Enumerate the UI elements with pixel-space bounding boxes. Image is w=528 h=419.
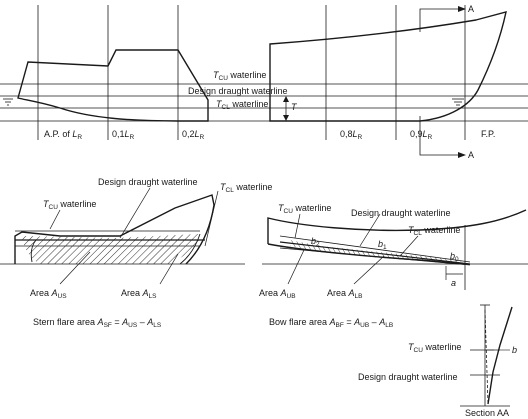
stern-area-us-leader (59, 251, 91, 285)
station-label-01: 0,1LR (112, 129, 135, 141)
water-symbol-stern (3, 98, 13, 106)
draught-arrow-up (283, 96, 289, 102)
section-label-bottom: A (468, 150, 474, 160)
station-label-fp: F.P. (481, 129, 495, 139)
stern-inner-curve (30, 239, 37, 263)
stern-tcu-label: TCU waterline (43, 199, 96, 211)
bow-hull-outline (269, 11, 507, 122)
bow-area-ub-label: Area AUB (259, 288, 296, 300)
bow-design-line (279, 241, 471, 265)
stern-design-leader (119, 187, 151, 239)
station-label-ap: A.P. of LR (44, 129, 82, 141)
bow-design-label: Design draught waterline (351, 208, 451, 218)
section-design-label: Design draught waterline (358, 372, 458, 382)
stern-hull-inner (179, 233, 201, 265)
water-symbol-bow (452, 98, 464, 106)
stern-area-ls-leader (159, 253, 179, 285)
stern-flare-detail: TCU waterline Design draught waterline T… (0, 177, 272, 329)
stern-tcu-leader (49, 209, 61, 230)
stern-tcl-leader (204, 190, 219, 247)
section-tcu-label: TCU waterline (408, 342, 461, 354)
section-b-label: b (512, 345, 517, 355)
stern-tcl-label: TCL waterline (220, 182, 272, 194)
draught-label: T (291, 102, 298, 112)
bow-b2-label: b2 (311, 236, 320, 248)
profile-design-label: Design draught waterline (188, 86, 288, 96)
bow-tcl-leader (399, 235, 419, 257)
section-hull-outline (487, 306, 513, 405)
bow-flare-area (290, 240, 465, 262)
station-label-08: 0,8LR (340, 129, 363, 141)
bow-tcu-line (279, 235, 471, 263)
section-aa-title: Section AA (465, 408, 509, 418)
bow-design-leader (359, 213, 381, 247)
bow-b0-label: b0 (450, 251, 459, 263)
bow-area-ub-leader (287, 249, 305, 285)
section-dash-line (484, 309, 489, 405)
section-arrow-bottom-head (458, 152, 466, 158)
profile-tcu-label: TCU waterline (213, 70, 266, 82)
bow-tcl-line (279, 247, 471, 266)
section-label-top: A (468, 4, 474, 14)
ship-profile: A A T TCU waterline Design draught water… (0, 4, 528, 160)
bow-flare-formula: Bow flare area ABF = AUB – ALB (269, 317, 393, 329)
draught-arrow-down (283, 115, 289, 121)
section-arrow-top-head (458, 6, 466, 12)
stern-design-label: Design draught waterline (98, 177, 198, 187)
stern-hull-outline (17, 49, 209, 122)
bow-tcu-label: TCU waterline (278, 203, 331, 215)
section-arrow-bottom (419, 116, 464, 156)
bow-area-lb-label: Area ALB (327, 288, 362, 300)
stern-area-us-label: Area AUS (30, 288, 67, 300)
profile-tcl-label: TCL waterline (216, 99, 268, 111)
bow-tcl-label: TCL waterline (408, 225, 460, 237)
station-label-09: 0,9LR (410, 129, 433, 141)
bow-flare-detail: TCU waterline Design draught waterline T… (259, 203, 528, 329)
section-arrow-top (419, 8, 464, 32)
station-label-02: 0,2LR (182, 129, 205, 141)
bow-section-outline (267, 209, 527, 244)
stern-area-ls-label: Area ALS (121, 288, 157, 300)
bow-b1-label: b1 (378, 239, 387, 251)
stern-flare-formula: Stern flare area ASF = AUS – ALS (33, 317, 162, 329)
section-aa-detail: TCU waterline Design draught waterline b… (358, 304, 517, 418)
bow-area-lb-leader (353, 255, 385, 285)
stern-upper-area (22, 234, 200, 264)
bow-tcu-leader (294, 213, 301, 239)
bow-a-label: a (451, 278, 456, 288)
